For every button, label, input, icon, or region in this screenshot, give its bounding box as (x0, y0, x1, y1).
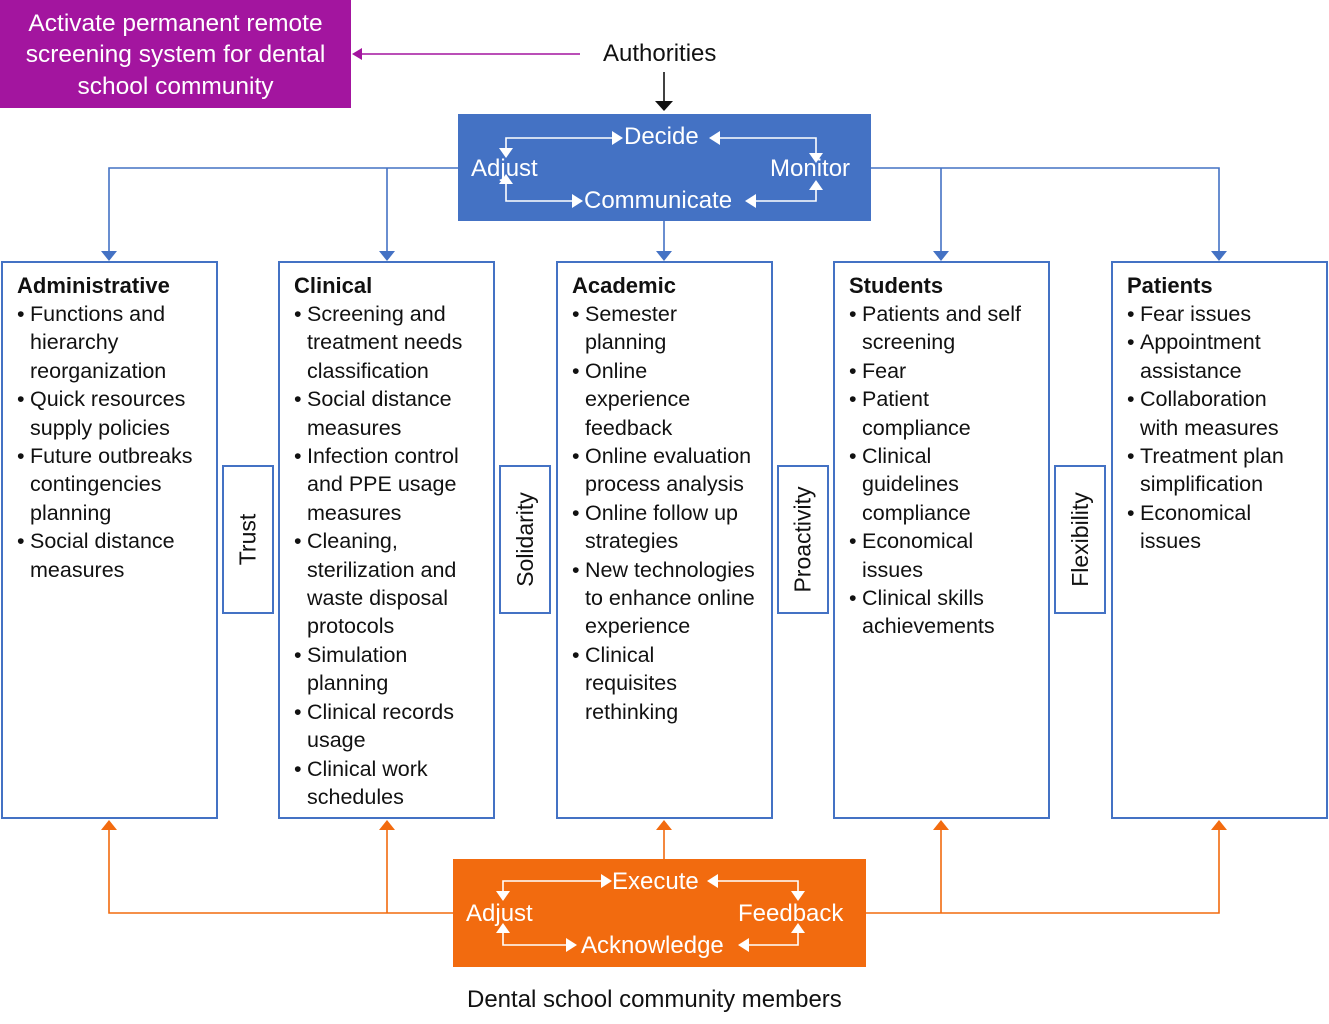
list-item: Economical issues (1127, 499, 1280, 556)
community-members-label: Dental school community members (467, 986, 842, 1013)
category-title: Patients (1127, 273, 1213, 298)
value-proactivity: Proactivity (777, 465, 829, 614)
list-item: Clinical requisites rethinking (572, 641, 725, 726)
list-item: Clinical records usage (294, 698, 484, 755)
cycle-step-adjust: Adjust (466, 900, 533, 927)
list-item: Screening and treatment needs classifica… (294, 300, 484, 385)
category-patients: Patients Fear issues Appointment assista… (1111, 261, 1328, 819)
list-item: Clinical skills achievements (849, 584, 1022, 641)
community-cycle-arrows (496, 874, 805, 952)
authorities-label: Authorities (603, 40, 717, 67)
category-administrative: Administrative Functions and hierarchy r… (1, 261, 218, 819)
cycle-step-acknowledge: Acknowledge (581, 932, 724, 959)
category-items: Semester planning Online experience feed… (572, 300, 768, 726)
list-item: Online experience feedback (572, 357, 725, 442)
list-item: Clinical work schedules (294, 755, 484, 812)
list-item: Online follow up strategies (572, 499, 768, 556)
value-label: Trust (234, 513, 261, 566)
list-item: Patient compliance (849, 385, 992, 442)
list-item: Clinical guidelines compliance (849, 442, 992, 527)
list-item: Appointment assistance (1127, 328, 1290, 385)
value-solidarity: Solidarity (499, 465, 551, 614)
list-item: Social distance measures (17, 527, 207, 584)
cycle-step-feedback: Feedback (738, 900, 844, 927)
list-item: Semester planning (572, 300, 725, 357)
list-item: Functions and hierarchy reorganization (17, 300, 180, 385)
cycle-step-execute: Execute (612, 868, 699, 895)
list-item: Online evaluation process analysis (572, 442, 771, 499)
action-box-text: Activate permanent remote screening syst… (25, 9, 326, 100)
list-item: Economical issues (849, 527, 992, 584)
list-item: Fear (849, 357, 1045, 386)
category-items: Fear issues Appointment assistance Colla… (1127, 300, 1323, 556)
category-items: Functions and hierarchy reorganization Q… (17, 300, 207, 584)
cycle-step-adjust: Adjust (471, 155, 538, 182)
category-items: Patients and self screening Fear Patient… (849, 300, 1045, 641)
category-students: Students Patients and self screening Fea… (833, 261, 1050, 819)
list-item: Treatment plan simplification (1127, 442, 1323, 499)
community-connectors (108, 829, 1220, 914)
authority-connectors (108, 167, 1220, 252)
list-item: Social distance measures (294, 385, 484, 442)
category-title: Clinical (294, 273, 373, 298)
list-item: Future outbreaks contingencies planning (17, 442, 195, 527)
category-title: Students (849, 273, 944, 298)
category-academic: Academic Semester planning Online experi… (556, 261, 773, 819)
value-label: Proactivity (789, 486, 816, 593)
authorities-to-action-arrow (352, 48, 580, 60)
list-item: New technologies to enhance online exper… (572, 556, 760, 641)
community-cycle-box: Execute Adjust Feedback Acknowledge (453, 859, 866, 967)
cycle-step-communicate: Communicate (584, 187, 733, 214)
value-label: Solidarity (511, 492, 538, 587)
category-title: Administrative (17, 273, 170, 298)
cycle-step-monitor: Monitor (770, 155, 851, 182)
value-flexibility: Flexibility (1054, 465, 1106, 614)
list-item: Simulation planning (294, 641, 484, 698)
list-item: Infection control and PPE usage measures (294, 442, 484, 527)
list-item: Collaboration with measures (1127, 385, 1310, 442)
value-label: Flexibility (1066, 492, 1093, 587)
community-arrowheads (101, 820, 1227, 830)
authorities-down-arrow (655, 72, 673, 111)
authorities-cycle-arrows (499, 131, 823, 208)
category-items: Screening and treatment needs classifica… (294, 300, 484, 811)
authorities-cycle-box: Decide Adjust Monitor Communicate (458, 114, 871, 221)
value-trust: Trust (222, 465, 274, 614)
cycle-step-decide: Decide (624, 123, 699, 150)
list-item: Quick resources supply policies (17, 385, 207, 442)
list-item: Patients and self screening (849, 300, 1045, 357)
category-title: Academic (572, 273, 676, 298)
list-item: Cleaning, sterilization and waste dispos… (294, 527, 484, 641)
action-box: Activate permanent remote screening syst… (0, 0, 351, 108)
category-clinical: Clinical Screening and treatment needs c… (278, 261, 495, 819)
list-item: Fear issues (1127, 300, 1323, 329)
authority-arrowheads (101, 251, 1227, 261)
